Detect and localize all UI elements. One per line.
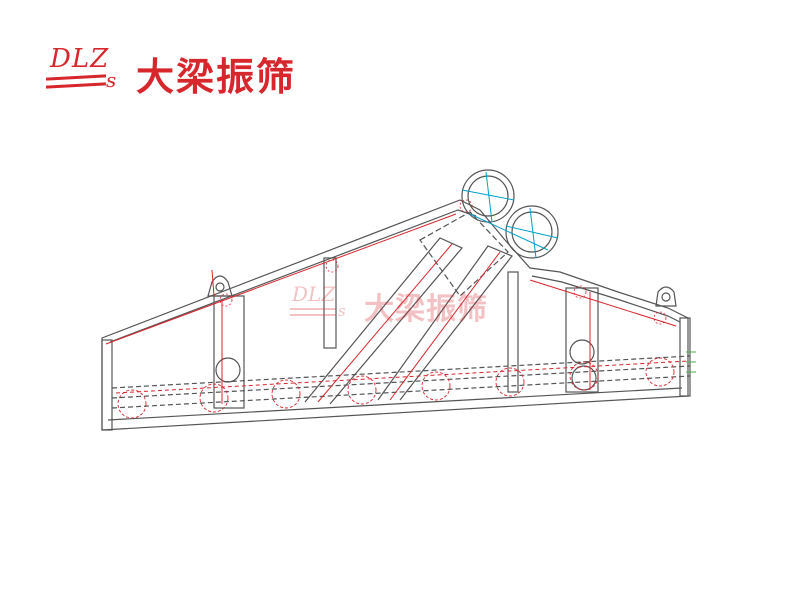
red-strut-line-2 [389, 251, 501, 401]
post-right-ring [569, 339, 595, 365]
red-deck-line [115, 360, 689, 394]
watermark-underline-1 [290, 308, 336, 310]
exciter-housing [419, 211, 509, 297]
bolt-circle-1 [219, 293, 233, 307]
watermark-name: 大梁振筛 [364, 292, 488, 327]
right-end-plate [679, 317, 691, 397]
side-plate-right-inner [531, 275, 681, 323]
post-right-ring-2 [571, 365, 597, 391]
watermark-underline-2 [290, 314, 336, 316]
bolt-circle-5 [459, 199, 473, 213]
exciter-motor-upper-inner [467, 175, 509, 217]
support-post-right [565, 287, 599, 393]
exciter-motor-upper [461, 169, 515, 223]
red-strut-line [317, 243, 453, 403]
bolt-circle-2 [325, 259, 339, 273]
logo-letter-s: s [106, 68, 117, 92]
bottom-plate-line [107, 387, 683, 421]
lug-right-hole [661, 292, 671, 302]
green-mark-1 [686, 351, 696, 373]
motor-centerline-4 [529, 207, 537, 259]
motor-centerline-1 [461, 189, 515, 201]
red-right-line [529, 279, 677, 327]
support-post-mid [323, 257, 337, 349]
exciter-strut-right [377, 245, 513, 401]
motor-centerline-2 [485, 171, 493, 223]
deck-roller-8 [645, 357, 675, 387]
lug-left [207, 275, 233, 297]
lug-right [655, 286, 677, 307]
bolt-circle-3 [573, 285, 587, 299]
motor-axis [469, 213, 549, 251]
red-lug-left [211, 269, 215, 297]
support-post-mid-right [507, 271, 519, 393]
screen-deck-mid [111, 375, 691, 409]
red-frame-line [105, 213, 457, 345]
deck-roller-6 [495, 367, 525, 397]
watermark-letter-s: s [338, 302, 346, 320]
lug-left-hole [215, 282, 225, 292]
frame-outline [101, 199, 689, 431]
exciter-strut-left [304, 237, 463, 405]
bolt-circle-4 [653, 311, 667, 325]
deck-roller-5 [421, 371, 451, 401]
post-left-ring [215, 357, 241, 383]
deck-roller-3 [271, 379, 301, 409]
watermark-letters: DLZ [292, 282, 336, 306]
brand-name: 大梁振筛 [136, 55, 297, 99]
left-end-plate [101, 339, 113, 431]
brand-logo: DLZ s 大梁振筛 [44, 40, 314, 100]
deck-roller-7 [569, 361, 599, 391]
logo-mark: DLZ s [44, 40, 124, 96]
deck-roller-4 [347, 375, 377, 405]
screen-deck-upper [111, 355, 691, 389]
screen-deck-lower [111, 365, 691, 399]
deck-roller-1 [117, 389, 147, 419]
exciter-motor-lower-inner [511, 211, 553, 253]
exciter-motor-lower [505, 205, 559, 259]
logo-letters: DLZ [50, 44, 110, 74]
support-post-left [213, 295, 245, 409]
deck-roller-2 [199, 383, 229, 413]
motor-centerline-3 [505, 225, 559, 239]
watermark: DLZ s 大梁振筛 [288, 280, 518, 330]
